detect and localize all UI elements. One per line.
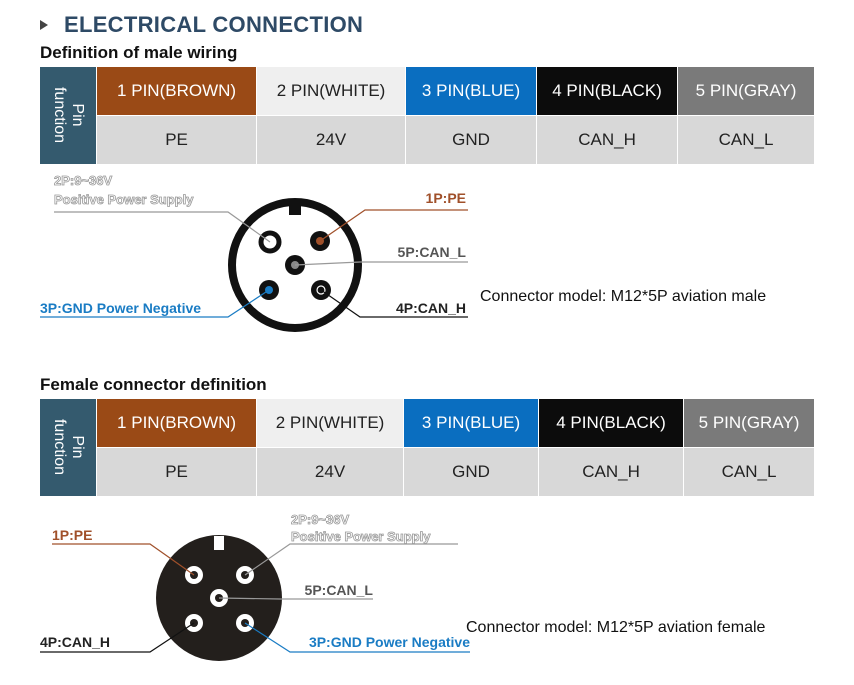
pin-function-label: Pin function	[40, 399, 98, 497]
male-p2-line1: 2P:9~36V	[54, 173, 113, 188]
male-p1-callout: 1P:PE	[426, 190, 466, 206]
male-pin5-header: 5 PIN(GRAY)	[677, 67, 816, 116]
section-header: ELECTRICAL CONNECTION	[40, 10, 363, 40]
female-section-title: Female connector definition	[40, 375, 267, 394]
male-pin3-header: 3 PIN(BLUE)	[405, 67, 538, 116]
male-pin2-function: 24V	[256, 115, 407, 165]
page-title: ELECTRICAL CONNECTION	[64, 12, 364, 37]
female-pin3-header: 3 PIN(BLUE)	[403, 399, 540, 448]
female-pin1-header: 1 PIN(BROWN)	[96, 399, 258, 448]
triangle-bullet-icon	[40, 20, 48, 30]
female-p2-line1: 2P:9~36V	[291, 512, 350, 527]
female-p2-line2: Positive Power Supply	[291, 529, 431, 544]
female-p3-callout: 3P:GND Power Negative	[309, 634, 470, 650]
male-pin2-header: 2 PIN(WHITE)	[256, 67, 407, 116]
male-pin-table: Pin function 1 PIN(BROWN) 2 PIN(WHITE) 3…	[40, 67, 816, 165]
male-connector-diagram: 2P:9~36V Positive Power Supply 1P:PE 5P:…	[40, 173, 468, 332]
male-key-notch	[289, 201, 301, 215]
female-pin4-header: 4 PIN(BLACK)	[538, 399, 685, 448]
female-pin1-function: PE	[96, 447, 258, 497]
female-connector-diagram: 1P:PE 2P:9~36V Positive Power Supply 5P:…	[40, 512, 470, 661]
male-p2-line2: Positive Power Supply	[54, 192, 194, 207]
side-label-line1: Pin	[69, 103, 87, 127]
side-label-line2: function	[51, 419, 69, 476]
side-label-line1: Pin	[69, 435, 87, 459]
male-pin4-header: 4 PIN(BLACK)	[536, 67, 679, 116]
male-pin5-function: CAN_L	[677, 115, 816, 165]
female-connector-model: Connector model: M12*5P aviation female	[466, 619, 766, 636]
pin-function-label: Pin function	[40, 67, 98, 165]
male-pin1-header: 1 PIN(BROWN)	[96, 67, 258, 116]
male-pin3-function: GND	[405, 115, 538, 165]
female-pin2-function: 24V	[256, 447, 405, 497]
male-p4-callout: 4P:CAN_H	[396, 300, 466, 316]
female-pin5-header: 5 PIN(GRAY)	[683, 399, 816, 448]
male-section-title: Definition of male wiring	[40, 43, 238, 62]
male-pin4-function: CAN_H	[536, 115, 679, 165]
female-p5-callout: 5P:CAN_L	[305, 582, 374, 598]
male-connector-model: Connector model: M12*5P aviation male	[480, 288, 767, 305]
female-pin4-function: CAN_H	[538, 447, 685, 497]
female-pin3-function: GND	[403, 447, 540, 497]
female-pin2-header: 2 PIN(WHITE)	[256, 399, 405, 448]
male-pin1-function: PE	[96, 115, 258, 165]
female-pin5-function: CAN_L	[683, 447, 816, 497]
female-key-notch	[214, 536, 224, 550]
female-p4-callout: 4P:CAN_H	[40, 634, 110, 650]
female-p1-callout: 1P:PE	[52, 527, 92, 543]
side-label-line2: function	[51, 87, 69, 144]
male-p5-callout: 5P:CAN_L	[398, 244, 467, 260]
male-p3-callout: 3P:GND Power Negative	[40, 300, 201, 316]
female-pin-table: Pin function 1 PIN(BROWN) 2 PIN(WHITE) 3…	[40, 399, 816, 497]
